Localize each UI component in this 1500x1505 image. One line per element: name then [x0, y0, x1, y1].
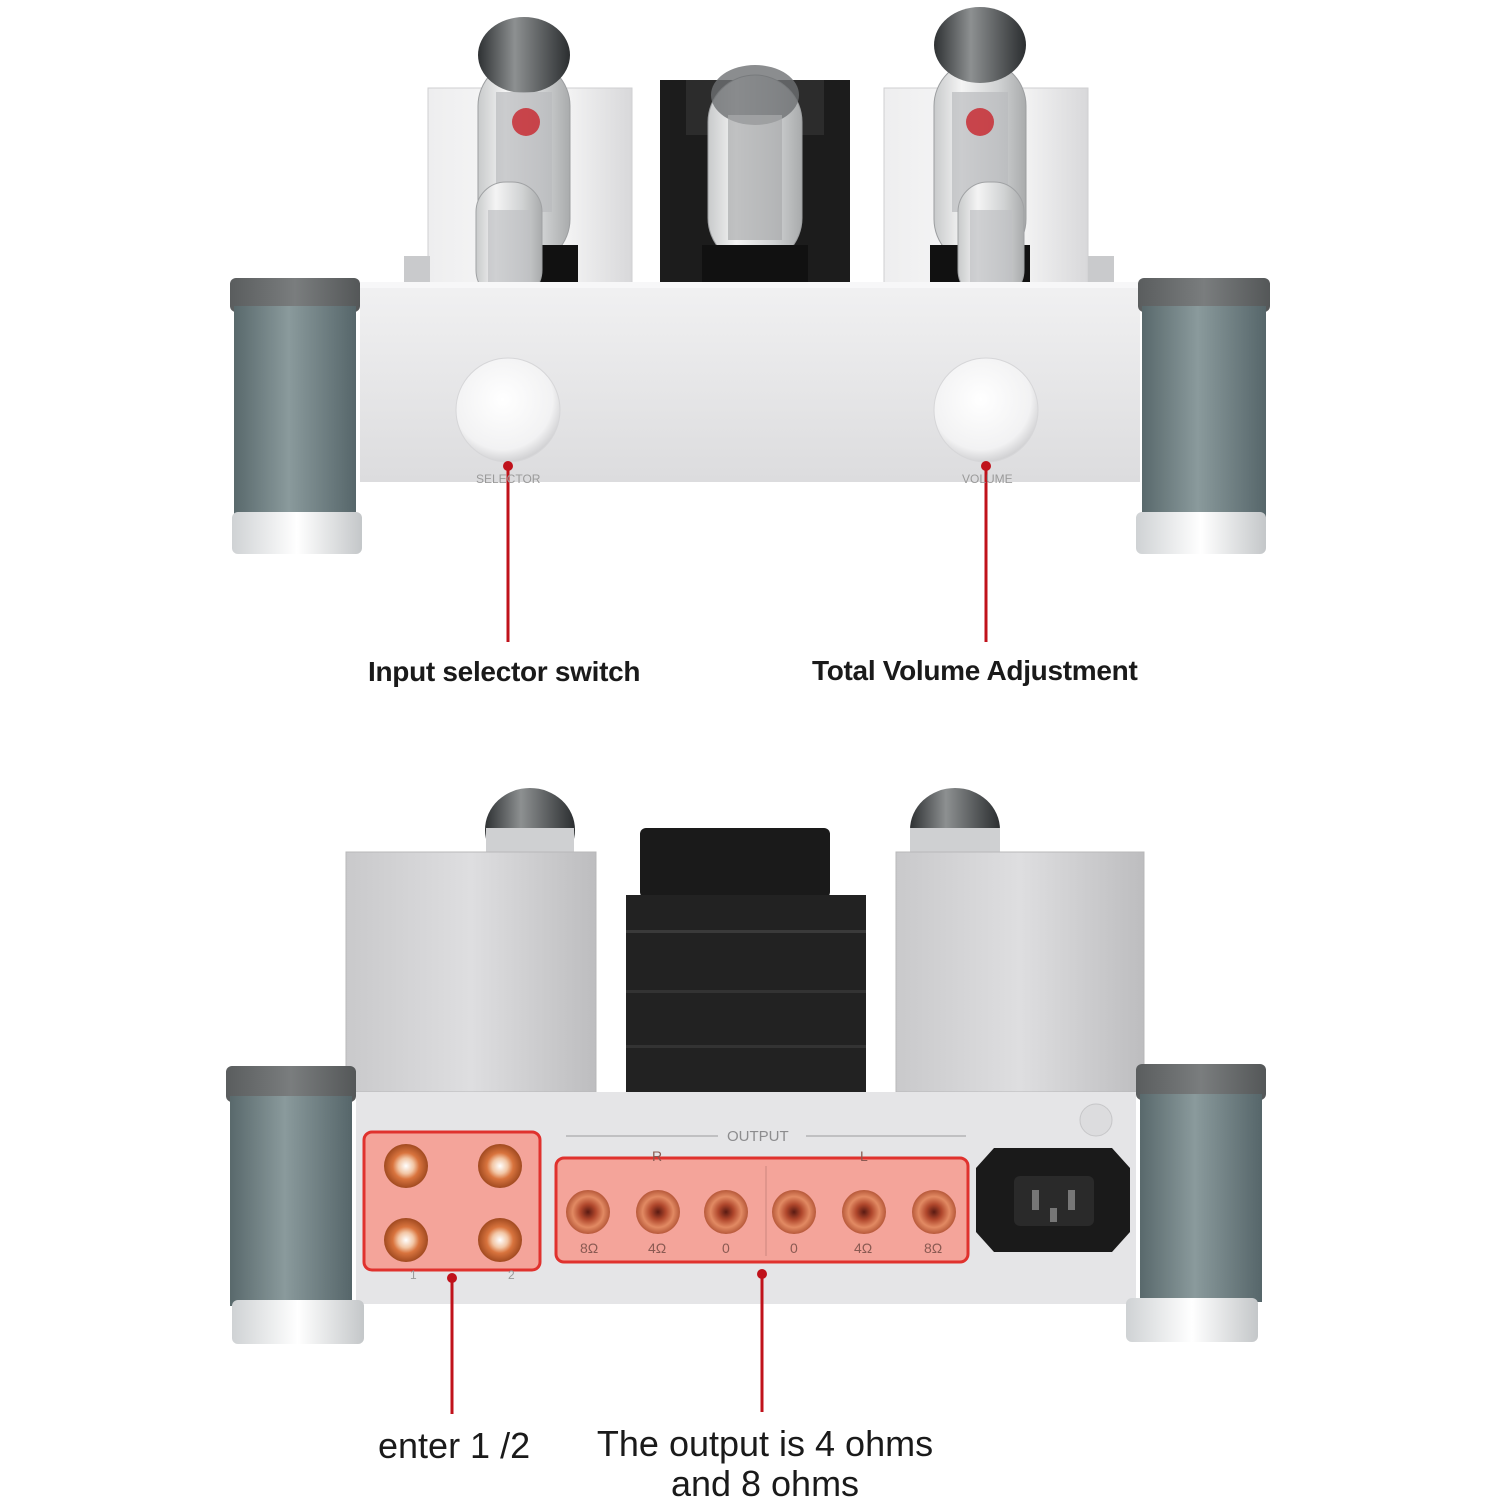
outputs-callout-line1: The output is 4 ohms [596, 1423, 934, 1464]
rear-view [226, 788, 1266, 1414]
front-view [230, 7, 1270, 642]
speaker-post[interactable] [636, 1190, 680, 1234]
selector-knob-label: SELECTOR [476, 472, 541, 486]
foot-rear-right [1126, 1064, 1266, 1342]
rear-transformer-cover-right [895, 851, 1145, 1093]
rca-jack[interactable] [384, 1144, 428, 1188]
input-number-2: 2 [508, 1268, 515, 1282]
rectifier-tube [702, 65, 808, 295]
channel-left-label: L [860, 1148, 868, 1164]
outputs-callout-label: The output is 4 ohms and 8 ohms [585, 1424, 945, 1504]
speaker-post[interactable] [772, 1190, 816, 1234]
speaker-post[interactable] [566, 1190, 610, 1234]
volume-callout-label: Total Volume Adjustment [812, 655, 1138, 686]
volume-knob-label: VOLUME [962, 472, 1013, 486]
rca-input-jacks [384, 1144, 522, 1262]
terminal-label-r-8: 8Ω [580, 1240, 599, 1256]
rca-jack[interactable] [478, 1144, 522, 1188]
foot-front-right [1136, 278, 1270, 554]
speaker-post[interactable] [842, 1190, 886, 1234]
rear-power-transformer [626, 895, 866, 1095]
outputs-callout-line2: and 8 ohms [670, 1463, 860, 1504]
selector-knob [455, 357, 561, 463]
iec-power-inlet[interactable] [976, 1148, 1130, 1252]
selector-callout-label: Input selector switch [368, 656, 641, 687]
terminal-label-r-4: 4Ω [648, 1240, 667, 1256]
terminal-label-l-4: 4Ω [854, 1240, 873, 1256]
output-terminals-highlight [554, 1156, 970, 1264]
foot-front-left [230, 278, 362, 554]
terminal-label-r-0: 0 [722, 1240, 730, 1256]
inputs-callout-label: enter 1 /2 [378, 1425, 531, 1466]
volume-knob [933, 357, 1039, 463]
rca-jack[interactable] [478, 1218, 522, 1262]
terminal-label-l-0: 0 [790, 1240, 798, 1256]
rca-jack[interactable] [384, 1218, 428, 1262]
speaker-post[interactable] [704, 1190, 748, 1234]
input-number-1: 1 [410, 1268, 417, 1282]
channel-right-label: R [652, 1148, 663, 1164]
output-heading: OUTPUT [727, 1128, 789, 1145]
info-sticker [1079, 1103, 1113, 1137]
rear-transformer-cover-left [345, 851, 597, 1093]
preamp-tube-right [957, 181, 1025, 301]
terminal-label-l-8: 8Ω [924, 1240, 943, 1256]
rear-power-transformer-top [640, 828, 830, 898]
preamp-tube-left [475, 181, 543, 301]
speaker-post[interactable] [912, 1190, 956, 1234]
foot-rear-left [226, 1066, 364, 1344]
speaker-terminals [566, 1190, 956, 1234]
